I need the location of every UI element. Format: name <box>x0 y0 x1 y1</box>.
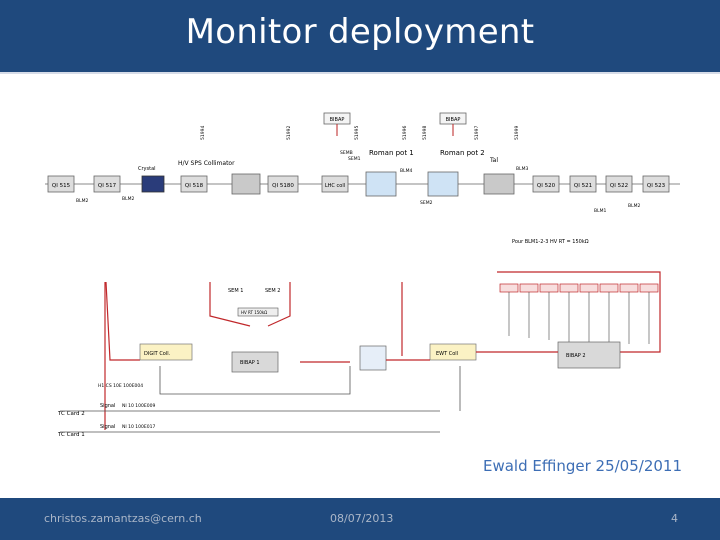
collimator-label: H/V SPS Collimator <box>178 160 235 167</box>
quad-521: QI 521 <box>574 183 592 189</box>
pour-blm-note: Pour BLM1-2-3 HV RT = 150kΩ <box>512 239 589 245</box>
quad-515: QI 515 <box>52 183 71 189</box>
quad-517: QI 517 <box>98 183 117 189</box>
ewt-coll-label: EWT Coll <box>436 351 458 357</box>
bibap-label-1: BIBAP <box>330 117 345 123</box>
crystal-label: Crystal <box>138 166 156 172</box>
blm2b-label: BLM2 <box>122 196 134 202</box>
blm-right-2-label: BLM2 <box>628 203 640 209</box>
footer-date: 08/07/2013 <box>330 512 394 525</box>
page-number: 4 <box>671 512 678 525</box>
tc-card-1-label: TC Card 1 <box>57 432 85 438</box>
hv-box-label: HV RT 150kΩ <box>241 310 267 315</box>
beamline: BIBAP BIBAP 51994 51992 51995 51996 5199… <box>45 112 680 214</box>
blm4-label: BLM4 <box>400 168 412 174</box>
blm-right-1-label: BLM1 <box>594 208 606 214</box>
signal-1-label: Signal <box>100 403 115 409</box>
vtag-4: 51996 <box>402 126 408 140</box>
semb-label: SEMB <box>340 150 353 156</box>
bibap-2-box-label: BIBAP 2 <box>566 353 586 359</box>
row2-text: NI 10 100E009 <box>122 403 155 409</box>
title-bar: Monitor deployment <box>0 0 720 74</box>
signal-2-label: Signal <box>100 424 115 430</box>
tal-label: Tal <box>489 157 498 164</box>
vtag-1: 51994 <box>200 126 206 140</box>
roman-pot-1-label: Roman pot 1 <box>369 149 414 157</box>
sem1-cable-label: SEM 1 <box>228 288 243 294</box>
bibap-1-box-label: BIBAP 1 <box>240 360 260 366</box>
row1-text: H1 CS 10E 100E004 <box>98 383 143 389</box>
vtag-7: 51999 <box>514 126 520 140</box>
quad-520: QI 520 <box>537 183 556 189</box>
author-date: Ewald Effinger 25/05/2011 <box>482 457 682 475</box>
footer-email: christos.zamantzas@cern.ch <box>44 512 202 525</box>
digit-coll-label: DIGIT Coll. <box>144 351 171 357</box>
sem1-label: SEM1 <box>348 156 361 162</box>
roman-pot-2-label: Roman pot 2 <box>440 149 485 157</box>
vtag-5: 51998 <box>422 126 428 140</box>
deployment-diagram: BIBAP BIBAP 51994 51992 51995 51996 5199… <box>45 112 680 438</box>
tc-card-2-label: TC Card 2 <box>57 411 85 417</box>
cabling: Pour BLM1-2-3 HV RT = 150kΩ SEM 1 SEM 2 … <box>57 239 661 438</box>
blm3-label: BLM3 <box>516 166 528 172</box>
quad-518: QI 518 <box>185 183 204 189</box>
footer-bar: christos.zamantzas@cern.ch 08/07/2013 4 <box>0 498 720 540</box>
vtag-2: 51992 <box>286 126 292 140</box>
vtag-3: 51995 <box>354 126 360 140</box>
row3-text: NI 10 100E017 <box>122 424 155 430</box>
sem2-label: SEM2 <box>420 200 433 206</box>
blm2a-label: BLM2 <box>76 198 88 204</box>
sem2-cable-label: SEM 2 <box>265 288 280 294</box>
quad-5180: QI 5180 <box>272 183 294 189</box>
bibap-label-2: BIBAP <box>446 117 461 123</box>
quad-523: QI 523 <box>647 183 666 189</box>
slide-title: Monitor deployment <box>185 12 535 52</box>
quad-522: QI 522 <box>610 183 628 189</box>
vtag-6: 51997 <box>474 126 480 140</box>
lhc-coll-label: LHC coll <box>325 183 345 189</box>
